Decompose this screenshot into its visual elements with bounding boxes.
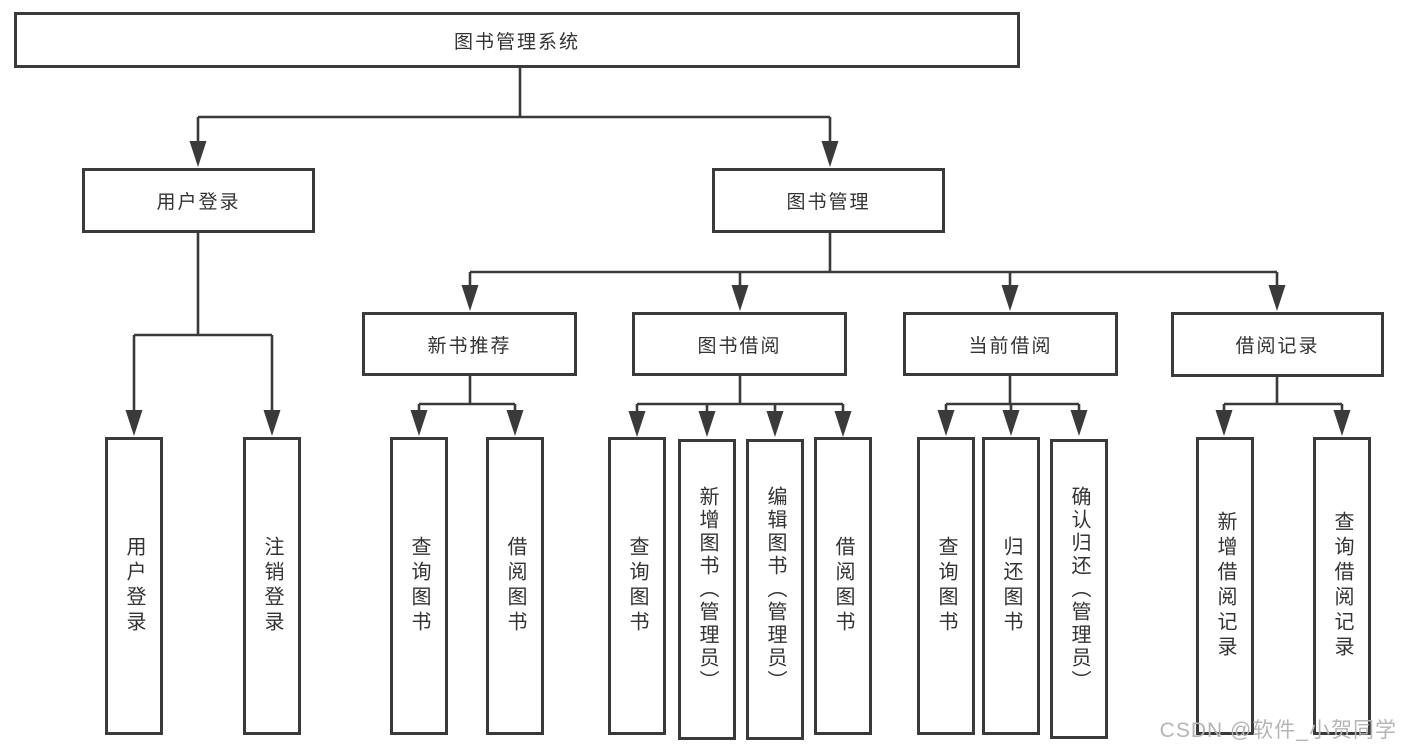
node-label: 查询图书 (626, 536, 648, 636)
node-label: 借阅图书 (832, 536, 854, 636)
node-label: 图书借阅 (697, 335, 782, 357)
node-label: 新书推荐 (427, 335, 512, 357)
leaf-return-books: 归还图书 (982, 437, 1040, 735)
node-label: 借阅记录 (1235, 336, 1320, 357)
leaf-logout: 注销登录 (243, 437, 301, 735)
node-label: 新增借阅记录 (1214, 511, 1236, 661)
node-book-management: 图书管理 (712, 168, 945, 233)
leaf-query-borrow-record: 查询借阅记录 (1313, 437, 1371, 735)
node-label: 确认归还（管理员） (1068, 485, 1090, 693)
node-label: 图书管理系统 (453, 31, 580, 53)
node-label: 用户登录 (123, 536, 145, 636)
node-label: 查询借阅记录 (1331, 511, 1353, 661)
node-label: 归还图书 (1000, 536, 1022, 636)
node-borrowing-records: 借阅记录 (1171, 312, 1384, 377)
leaf-query-books-3: 查询图书 (917, 437, 975, 735)
node-book-borrowing: 图书借阅 (632, 312, 847, 376)
leaf-query-books-1: 查询图书 (390, 437, 448, 735)
node-label: 查询图书 (935, 536, 957, 636)
node-new-book-recommendation: 新书推荐 (362, 312, 577, 376)
node-label: 用户登录 (156, 192, 241, 213)
csdn-watermark: CSDN @软件_小贺同学 (1159, 719, 1397, 742)
node-label: 图书管理 (786, 192, 871, 213)
leaf-borrow-books-2: 借阅图书 (814, 437, 872, 735)
node-label: 注销登录 (261, 536, 283, 636)
node-label: 新增图书（管理员） (696, 486, 718, 693)
node-label: 当前借阅 (968, 335, 1053, 357)
node-current-borrowing: 当前借阅 (903, 312, 1118, 376)
leaf-add-borrow-record: 新增借阅记录 (1196, 437, 1254, 735)
leaf-confirm-return-admin: 确认归还（管理员） (1050, 439, 1108, 739)
node-label: 查询图书 (408, 536, 430, 636)
leaf-user-login: 用户登录 (105, 437, 163, 735)
leaf-query-books-2: 查询图书 (608, 437, 666, 735)
node-user-login: 用户登录 (82, 168, 315, 233)
leaf-borrow-books-1: 借阅图书 (486, 437, 544, 735)
node-label: 借阅图书 (504, 536, 526, 636)
node-label: 编辑图书（管理员） (764, 486, 786, 693)
node-library-management-system: 图书管理系统 (14, 12, 1020, 68)
leaf-add-books-admin: 新增图书（管理员） (678, 439, 736, 740)
leaf-edit-books-admin: 编辑图书（管理员） (746, 439, 804, 740)
